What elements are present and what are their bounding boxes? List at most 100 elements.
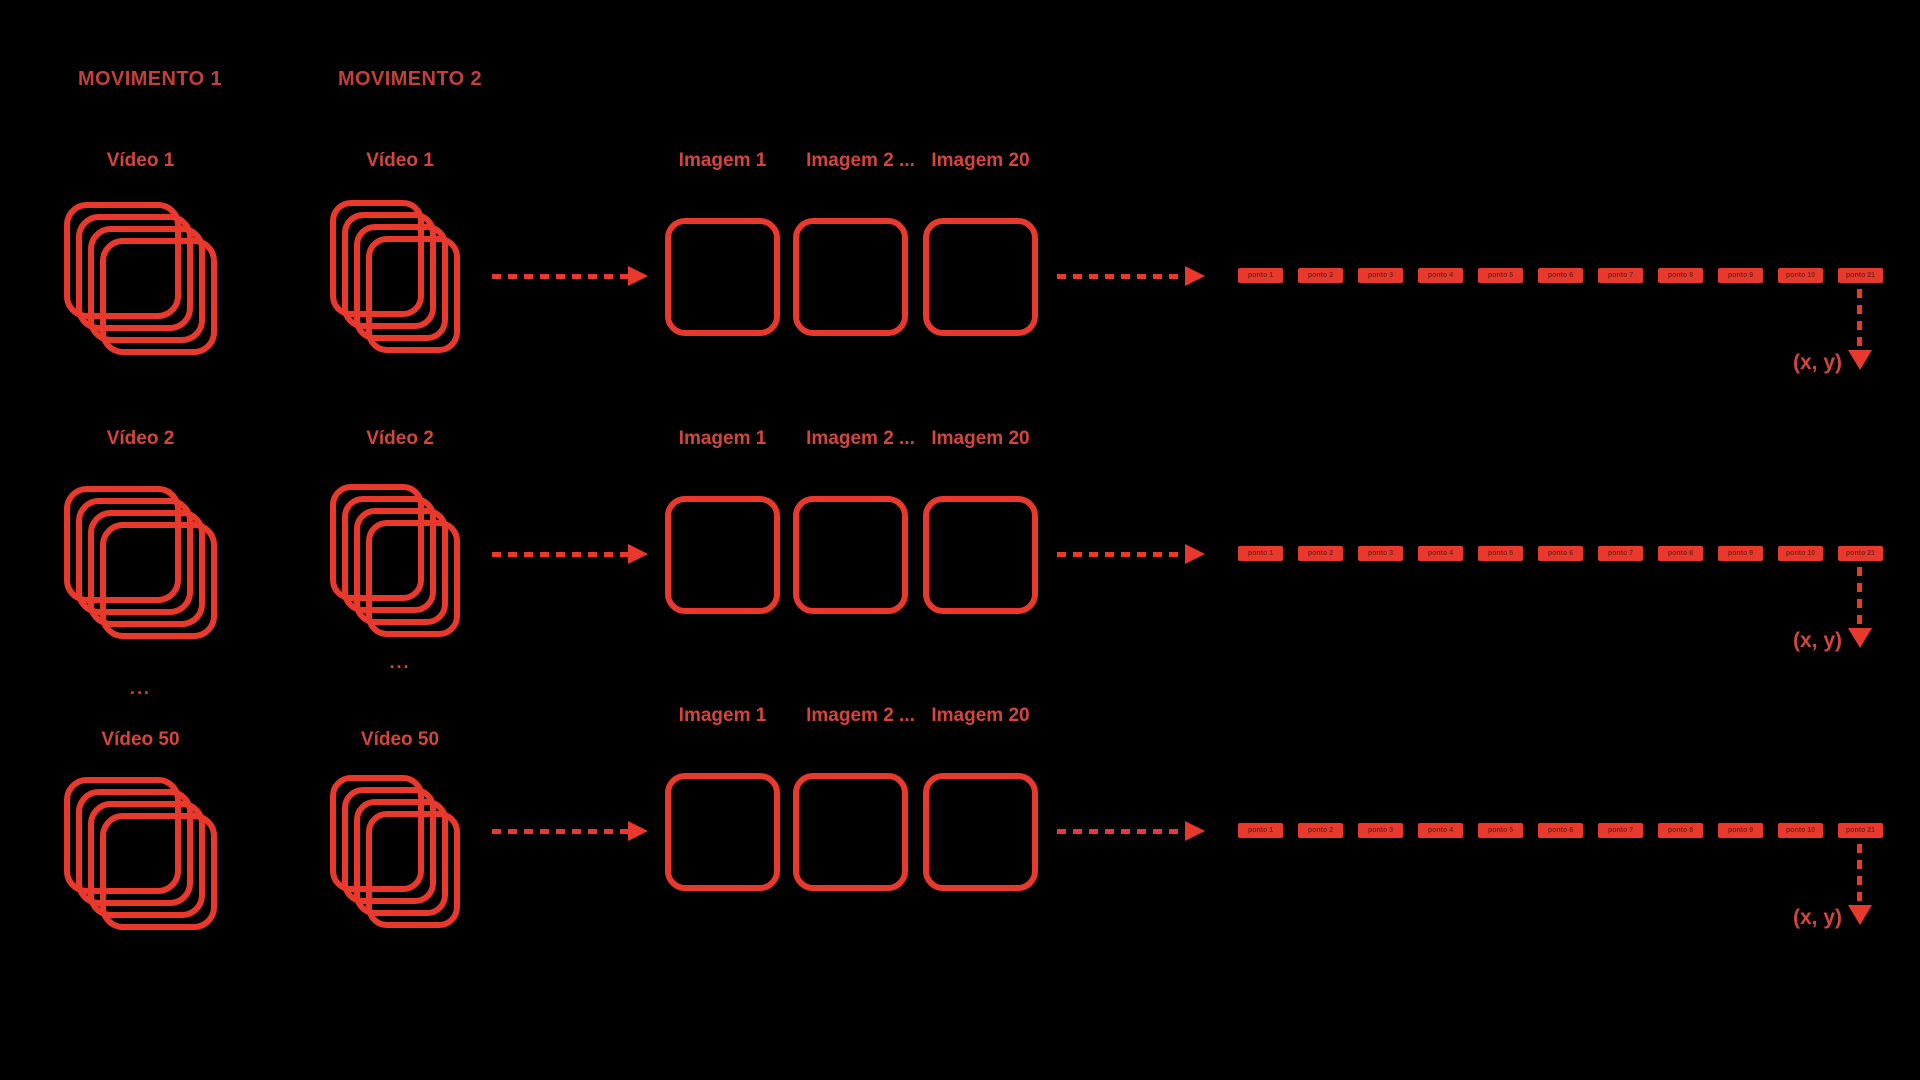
landmark-block: ponto 6 [1538,268,1583,283]
frames-arrow-head [628,266,648,286]
landmark-block-label: ponto 4 [1427,827,1454,834]
coordinate-arrow-head [1848,905,1872,925]
landmark-block-label: ponto 2 [1307,272,1334,279]
image-label-1: Imagem 1 [678,428,767,449]
landmark-block-label: ponto 4 [1427,272,1454,279]
landmarks-arrow-dashes [1057,274,1185,279]
coordinate-arrow-head [1848,350,1872,370]
video-stack-icon [64,202,217,355]
landmark-block: ponto 3 [1358,268,1403,283]
coordinate-arrow-dashes [1857,567,1862,627]
landmark-block-label: ponto 1 [1247,827,1274,834]
landmark-block: ponto 2 [1298,546,1343,561]
landmarks-arrow-head [1185,821,1205,841]
video-label-movement2: Vídeo 2 [366,428,434,449]
image-frame-2 [793,218,908,336]
image-label-20: Imagem 20 [931,428,1030,449]
video-label-movement1: Vídeo 2 [106,428,175,449]
image-label-1: Imagem 1 [678,150,767,171]
landmark-block-label: ponto 1 [1247,272,1274,279]
landmark-block: ponto 6 [1538,823,1583,838]
image-label-20: Imagem 20 [931,705,1030,726]
landmark-block-label: ponto 21 [1845,827,1876,834]
landmark-block: ponto 5 [1478,823,1523,838]
ellipsis-more-videos-movement1: ... [129,678,151,698]
coordinate-label: (x, y) [1792,351,1842,374]
video-label-movement2: Vídeo 1 [366,150,434,171]
landmark-block: ponto 1 [1238,268,1283,283]
landmark-block: ponto 2 [1298,268,1343,283]
image-frame-20 [923,496,1038,614]
ellipsis-more-videos-movement2: ... [389,652,411,672]
landmark-block: ponto 2 [1298,823,1343,838]
landmark-block: ponto 7 [1598,823,1643,838]
landmark-block: ponto 7 [1598,268,1643,283]
landmark-block: ponto 4 [1418,823,1463,838]
video-stack-icon [330,484,460,637]
landmark-block: ponto 7 [1598,546,1643,561]
landmark-block: ponto 1 [1238,823,1283,838]
frames-arrow-head [628,821,648,841]
video-stack-icon [64,777,217,930]
landmark-block: ponto 6 [1538,546,1583,561]
image-frame-2 [793,773,908,891]
landmark-block: ponto 4 [1418,268,1463,283]
landmark-block: ponto 10 [1778,268,1823,283]
landmark-block: ponto 9 [1718,546,1763,561]
image-label-2: Imagem 2 ... [806,705,915,726]
landmark-block-label: ponto 9 [1727,272,1754,279]
landmark-block-label: ponto 9 [1727,827,1754,834]
landmark-block-label: ponto 8 [1667,550,1694,557]
landmark-block-label: ponto 6 [1547,272,1574,279]
landmarks-arrow-head [1185,544,1205,564]
landmark-block-label: ponto 1 [1247,550,1274,557]
frames-arrow-dashes [492,552,628,557]
video-label-movement2: Vídeo 50 [360,729,440,750]
movimento-2-heading: MOVIMENTO 2 [338,68,483,90]
landmark-bar: ponto 1 ponto 2 ponto 3 ponto 4 ponto 5 ponto… [1238,823,1883,838]
landmark-block-label: ponto 10 [1785,272,1816,279]
landmarks-arrow-dashes [1057,829,1185,834]
landmark-block-label: ponto 2 [1307,827,1334,834]
landmark-bar: ponto 1 ponto 2 ponto 3 ponto 4 ponto 5 ponto… [1238,268,1883,283]
image-frame-1 [665,773,780,891]
image-frame-20 [923,218,1038,336]
landmark-block: ponto 8 [1658,823,1703,838]
image-frame-1 [665,218,780,336]
landmark-block: ponto 1 [1238,546,1283,561]
image-label-1: Imagem 1 [678,705,767,726]
landmark-block-label: ponto 5 [1487,827,1514,834]
landmarks-arrow-dashes [1057,552,1185,557]
landmark-block: ponto 3 [1358,823,1403,838]
frames-arrow-dashes [492,829,628,834]
landmark-block-label: ponto 2 [1307,550,1334,557]
landmark-block: ponto 9 [1718,823,1763,838]
coordinate-label: (x, y) [1792,906,1842,929]
landmarks-arrow-head [1185,266,1205,286]
video-stack-icon [330,775,460,928]
image-frame-2 [793,496,908,614]
video-label-movement1: Vídeo 1 [106,150,175,171]
coordinate-arrow-head [1848,628,1872,648]
image-label-2: Imagem 2 ... [806,428,915,449]
image-frame-20 [923,773,1038,891]
landmark-block: ponto 5 [1478,546,1523,561]
landmark-block-label: ponto 21 [1845,272,1876,279]
image-label-20: Imagem 20 [931,150,1030,171]
video-stack-icon [64,486,217,639]
landmark-block-label: ponto 6 [1547,550,1574,557]
frames-arrow-dashes [492,274,628,279]
landmark-block-label: ponto 6 [1547,827,1574,834]
landmark-block-label: ponto 21 [1845,550,1876,557]
landmark-block: ponto 21 [1838,268,1883,283]
frames-arrow-head [628,544,648,564]
landmark-block-label: ponto 10 [1785,827,1816,834]
landmark-block: ponto 4 [1418,546,1463,561]
landmark-block: ponto 5 [1478,268,1523,283]
coordinate-label: (x, y) [1792,629,1842,652]
landmark-block-label: ponto 9 [1727,550,1754,557]
landmark-block: ponto 8 [1658,546,1703,561]
landmark-block: ponto 21 [1838,546,1883,561]
